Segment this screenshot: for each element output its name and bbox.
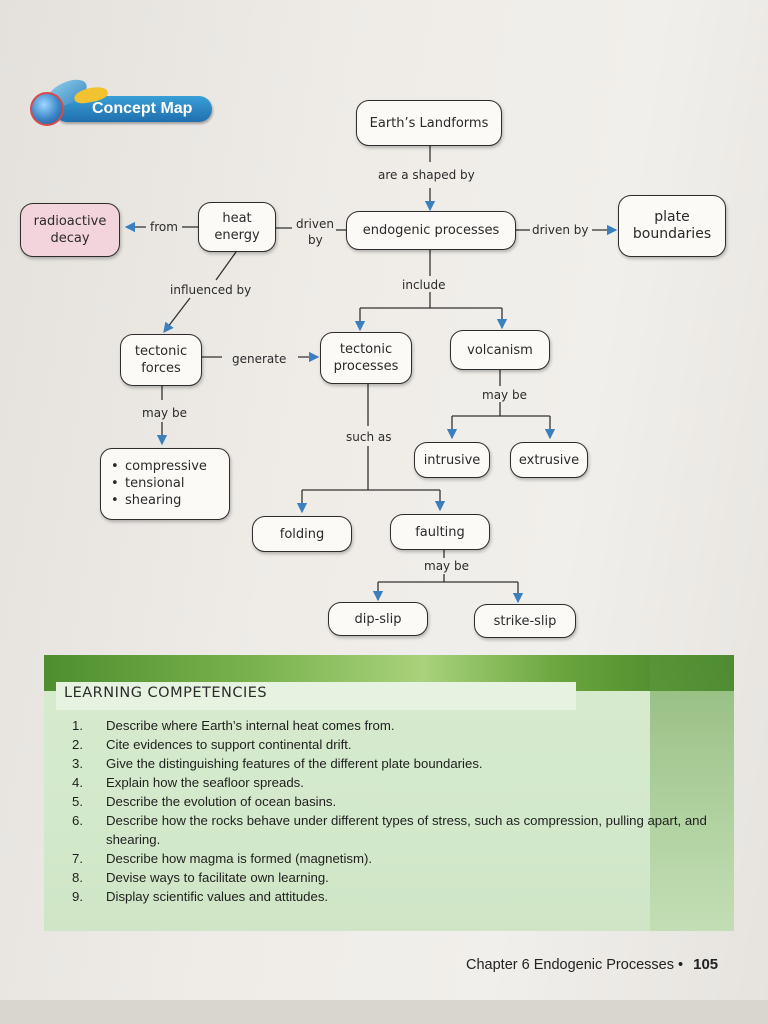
- node-endogenic-processes: endogenic processes: [346, 211, 516, 250]
- node-folding-label: folding: [279, 526, 325, 542]
- node-stress-types: compressive tensional shearing: [100, 448, 230, 520]
- list-item-number: 1.: [72, 718, 83, 733]
- list-item: 5. Describe the evolution of ocean basins…: [60, 792, 720, 811]
- node-earths-landforms-label: Earth’s Landforms: [369, 115, 489, 131]
- node-faulting-label: faulting: [415, 524, 465, 540]
- list-item: 6. Describe how the rocks behave under di…: [60, 811, 720, 849]
- list-item: 4. Explain how the seafloor spreads.: [60, 773, 720, 792]
- list-item-text: Explain how the seafloor spreads.: [106, 775, 304, 790]
- page-footer: Chapter 6 Endogenic Processes • 105: [466, 956, 718, 973]
- node-plate-boundaries-line2: boundaries: [632, 226, 712, 242]
- link-such-as: such as: [346, 430, 392, 444]
- link-from: from: [150, 220, 178, 234]
- node-plate-boundaries: plate boundaries: [618, 195, 726, 257]
- link-include: include: [402, 278, 446, 292]
- list-item-number: 5.: [72, 794, 83, 809]
- list-item-text: Give the distinguishing features of the …: [106, 756, 483, 771]
- node-intrusive-label: intrusive: [423, 452, 481, 468]
- footer-page-number: 105: [693, 956, 719, 973]
- list-item-text: Devise ways to facilitate own learning.: [106, 870, 329, 885]
- list-item-number: 2.: [72, 737, 83, 752]
- node-faulting: faulting: [390, 514, 490, 550]
- link-driven-by-right: driven by: [532, 223, 589, 237]
- list-item: 1. Describe where Earth’s internal heat c…: [60, 716, 720, 735]
- node-volcanism: volcanism: [450, 330, 550, 370]
- node-intrusive: intrusive: [414, 442, 490, 478]
- list-item-text: Describe where Earth’s internal heat com…: [106, 718, 395, 733]
- node-volcanism-label: volcanism: [467, 342, 533, 358]
- node-strike-slip-label: strike-slip: [493, 613, 557, 629]
- globe-icon: [30, 92, 64, 126]
- list-item-number: 9.: [72, 889, 83, 904]
- node-heat-energy-line1: heat: [222, 211, 252, 226]
- list-item-text: Describe how the rocks behave under diff…: [106, 813, 707, 847]
- link-are-shaped-by: are a shaped by: [378, 168, 475, 182]
- node-radioactive-decay: radioactive decay: [20, 203, 120, 257]
- learning-competencies-list: 1. Describe where Earth’s internal heat c…: [60, 716, 720, 906]
- learning-competencies-title-bar: [56, 682, 576, 710]
- list-item: 3. Give the distinguishing features of th…: [60, 754, 720, 773]
- stress-type-item: shearing: [111, 492, 229, 509]
- node-tectonic-processes: tectonic processes: [320, 332, 412, 384]
- stress-types-list: compressive tensional shearing: [111, 458, 229, 509]
- concept-map-title: Concept Map: [92, 100, 193, 117]
- list-item-number: 4.: [72, 775, 83, 790]
- node-endogenic-processes-label: endogenic processes: [362, 223, 500, 238]
- node-folding: folding: [252, 516, 352, 552]
- list-item-number: 6.: [72, 813, 83, 828]
- list-item-text: Cite evidences to support continental dr…: [106, 737, 352, 752]
- node-tectonic-forces-line1: tectonic: [134, 344, 188, 359]
- link-generate: generate: [232, 352, 287, 366]
- node-dip-slip-label: dip-slip: [354, 611, 402, 627]
- list-item: 2. Cite evidences to support continental …: [60, 735, 720, 754]
- footer-chapter: Chapter 6 Endogenic Processes: [466, 957, 674, 973]
- link-may-be-volcanism: may be: [482, 388, 527, 402]
- list-item-number: 7.: [72, 851, 83, 866]
- node-heat-energy-line2: energy: [214, 228, 260, 243]
- node-tectonic-processes-line2: processes: [333, 359, 399, 374]
- list-item-text: Display scientific values and attitudes.: [106, 889, 329, 904]
- node-extrusive: extrusive: [510, 442, 588, 478]
- link-may-be-forces: may be: [142, 406, 187, 420]
- node-tectonic-forces: tectonic forces: [120, 334, 202, 386]
- link-driven-by-left-1: driven: [296, 217, 334, 231]
- page-edge: [0, 1000, 768, 1024]
- stress-type-item: compressive: [111, 458, 229, 475]
- concept-map-connectors: [124, 146, 618, 604]
- node-strike-slip: strike-slip: [474, 604, 576, 638]
- node-tectonic-forces-line2: forces: [141, 361, 181, 376]
- stress-type-item: tensional: [111, 475, 229, 492]
- list-item-text: Describe how magma is formed (magnetism)…: [106, 851, 373, 866]
- link-may-be-faulting: may be: [424, 559, 469, 573]
- panel-leaf-side: [650, 655, 734, 931]
- footer-separator: •: [678, 957, 684, 973]
- node-earths-landforms: Earth’s Landforms: [356, 100, 502, 146]
- link-driven-by-left-2: by: [308, 233, 323, 247]
- node-radioactive-decay-line2: decay: [50, 231, 90, 246]
- node-heat-energy: heat energy: [198, 202, 276, 252]
- list-item: 7. Describe how magma is formed (magnetis…: [60, 849, 720, 868]
- list-item: 8. Devise ways to facilitate own learning…: [60, 868, 720, 887]
- node-radioactive-decay-line1: radioactive: [33, 214, 107, 229]
- node-tectonic-processes-line1: tectonic: [339, 342, 393, 357]
- list-item: 9. Display scientific values and attitude…: [60, 887, 720, 906]
- list-item-number: 3.: [72, 756, 83, 771]
- list-item-number: 8.: [72, 870, 83, 885]
- list-item-text: Describe the evolution of ocean basins.: [106, 794, 337, 809]
- node-plate-boundaries-line1: plate: [654, 209, 690, 225]
- link-influenced-by: influenced by: [170, 283, 252, 297]
- node-dip-slip: dip-slip: [328, 602, 428, 636]
- node-extrusive-label: extrusive: [518, 452, 580, 468]
- learning-competencies-title: LEARNING COMPETENCIES: [64, 685, 268, 701]
